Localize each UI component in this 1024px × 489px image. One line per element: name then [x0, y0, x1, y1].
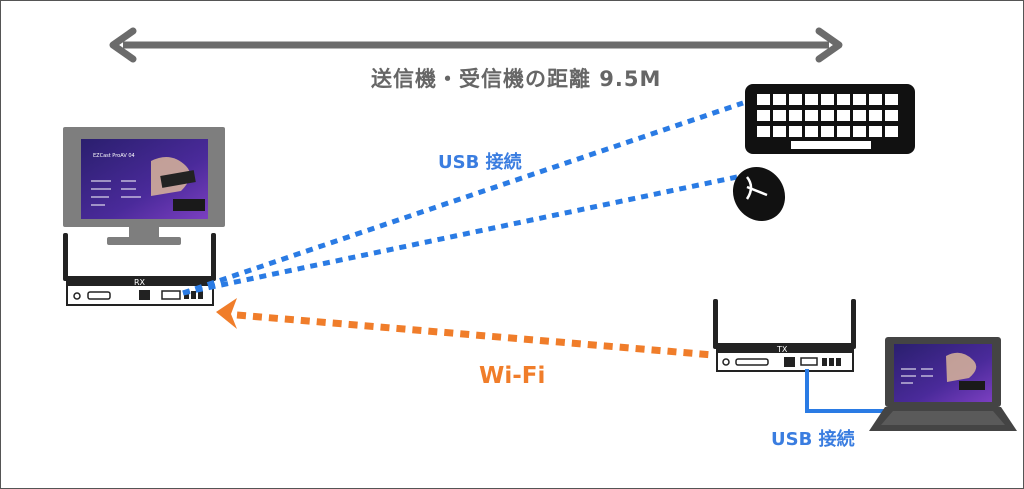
tx-label: TX: [776, 345, 788, 354]
keyboard-key: [837, 94, 850, 105]
keyboard-icon: [745, 84, 915, 154]
laptop-icon: [869, 337, 1017, 431]
keyboard-key: [757, 110, 770, 121]
keyboard-key: [757, 126, 770, 137]
usb-cable-line: [805, 369, 887, 413]
keyboard-key: [885, 94, 898, 105]
keyboard-key: [869, 94, 882, 105]
keyboard-key: [821, 110, 834, 121]
keyboard-key: [837, 126, 850, 137]
wifi-label: Wi-Fi: [479, 363, 546, 389]
usb-connection-lines: [182, 100, 744, 296]
keyboard-key: [853, 110, 866, 121]
keyboard-key: [789, 94, 802, 105]
keyboard-key: [805, 126, 818, 137]
usb-connection-label: USB 接続: [438, 152, 522, 173]
keyboard-key: [869, 126, 882, 137]
keyboard-key: [821, 126, 834, 137]
keyboard-key: [757, 94, 770, 105]
monitor: EZCast ProAV 04: [63, 127, 225, 245]
mouse-icon: [732, 166, 786, 222]
keyboard-key: [805, 94, 818, 105]
keyboard-key: [773, 94, 786, 105]
keyboard-key: [789, 110, 802, 121]
keyboard-key: [885, 110, 898, 121]
monitor-screen-title: EZCast ProAV 04: [93, 153, 135, 159]
tx-transmitter: TX: [713, 299, 856, 372]
keyboard-key: [837, 110, 850, 121]
keyboard-key: [789, 126, 802, 137]
distance-label: 送信機・受信機の距離 9.5M: [371, 67, 662, 91]
keyboard-key: [853, 126, 866, 137]
keyboard-spacebar: [791, 141, 871, 149]
distance-arrow: [109, 27, 843, 63]
keyboard-key: [885, 126, 898, 137]
usb-connection-label-laptop: USB 接続: [771, 429, 855, 450]
keyboard-key: [869, 110, 882, 121]
rx-receiver: RX: [63, 233, 216, 306]
keyboard-key: [805, 110, 818, 121]
keyboard-key: [773, 110, 786, 121]
wifi-connection-line: [216, 298, 714, 359]
keyboard-key: [853, 94, 866, 105]
keyboard-key: [773, 126, 786, 137]
rx-label: RX: [134, 278, 146, 287]
keyboard-key: [821, 94, 834, 105]
